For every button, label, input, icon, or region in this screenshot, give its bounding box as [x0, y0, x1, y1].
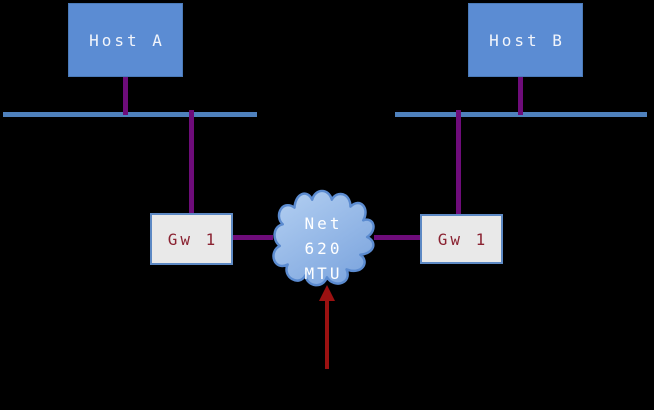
- host-a-label: Host A: [89, 30, 165, 50]
- gateway-right-box: Gw 1: [420, 214, 503, 264]
- connector-host-b-to-lan: [518, 77, 523, 115]
- cloud-label-line1: Net: [304, 214, 343, 233]
- cloud-label: Net 620 MTU: [267, 211, 377, 286]
- connector-host-a-to-lan: [123, 77, 128, 115]
- connector-lan-to-gw-left: [189, 110, 194, 213]
- host-a-box: Host A: [68, 3, 183, 77]
- link-cloud-to-gw-right: [374, 235, 420, 240]
- link-gw-left-to-cloud: [233, 235, 273, 240]
- gateway-left-label: Gw 1: [167, 229, 219, 249]
- cloud-shape: [272, 189, 375, 287]
- host-b-box: Host B: [468, 3, 583, 77]
- gateway-right-label: Gw 1: [437, 229, 489, 249]
- mtu-pointer-arrow-icon: [319, 285, 335, 369]
- network-cloud-icon: [272, 189, 375, 287]
- gateway-left-box: Gw 1: [150, 213, 233, 265]
- cloud-label-line3: MTU: [304, 264, 343, 283]
- cloud-label-line2: 620: [304, 239, 343, 258]
- connector-lan-to-gw-right: [456, 110, 461, 214]
- lan-segment-left: [3, 112, 257, 117]
- host-b-label: Host B: [489, 30, 565, 50]
